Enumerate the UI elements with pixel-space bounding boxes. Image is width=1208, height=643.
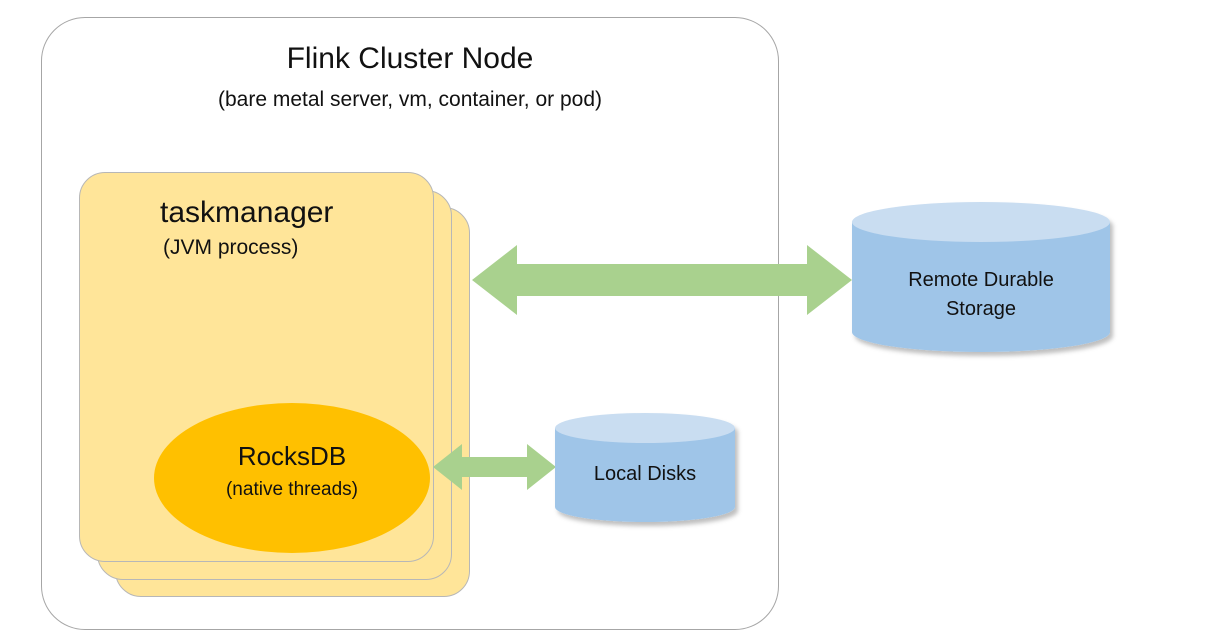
cluster-node-title: Flink Cluster Node bbox=[286, 42, 534, 75]
remote-storage-double-arrow bbox=[472, 245, 852, 315]
taskmanager-subtitle: (JVM process) bbox=[163, 236, 299, 259]
remote-storage-label-line1: Remote Durable bbox=[908, 269, 1054, 291]
rocksdb-ellipse bbox=[154, 403, 430, 553]
taskmanager-title: taskmanager bbox=[160, 196, 334, 229]
rocksdb-title: RocksDB bbox=[237, 441, 347, 471]
local-disks-double-arrow bbox=[433, 444, 556, 490]
local-disks-cylinder bbox=[555, 413, 735, 522]
remote-storage-cylinder bbox=[852, 202, 1110, 352]
rocksdb-subtitle: (native threads) bbox=[225, 479, 358, 500]
local-disks-label: Local Disks bbox=[593, 463, 697, 485]
cluster-node-subtitle: (bare metal server, vm, container, or po… bbox=[218, 88, 602, 111]
remote-storage-label-line2: Storage bbox=[945, 298, 1017, 320]
remote-storage-label: Remote Durable Storage bbox=[852, 266, 1110, 324]
